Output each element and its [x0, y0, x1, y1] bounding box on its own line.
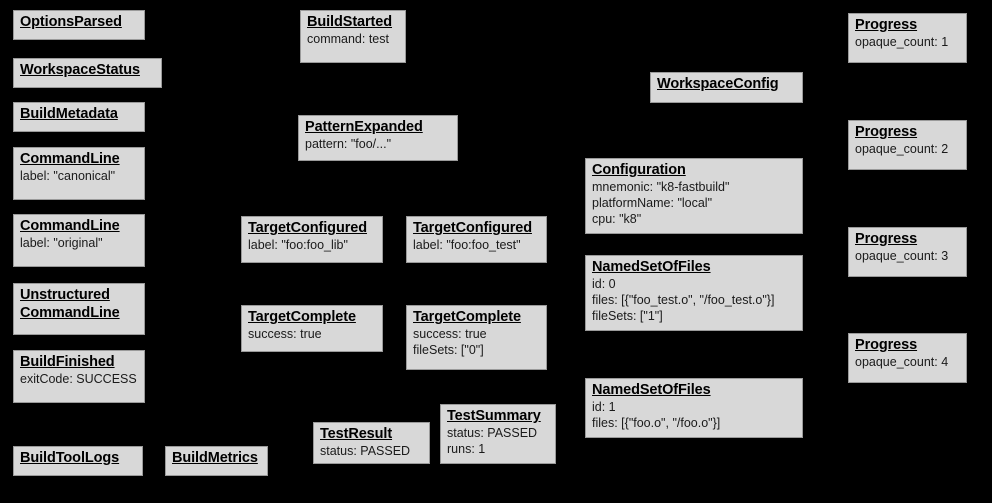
- event-node-title: TargetComplete: [413, 309, 521, 325]
- event-node-title: Progress: [855, 17, 918, 33]
- event-node-field: files: [{"foo.o", "/foo.o"}]: [592, 415, 721, 430]
- event-node-title: Progress: [855, 231, 918, 247]
- event-node-title: NamedSetOfFiles: [592, 382, 711, 398]
- event-node-fields: label: "foo:foo_lib": [248, 238, 376, 254]
- event-node-fields: pattern: "foo/...": [305, 137, 451, 153]
- event-node-build-metrics[interactable]: BuildMetrics: [165, 446, 268, 476]
- event-node-field: pattern: "foo/...": [305, 136, 392, 151]
- event-node-title: CommandLine: [20, 218, 120, 234]
- event-node-build-metadata[interactable]: BuildMetadata: [13, 102, 145, 132]
- event-node-title: CommandLine: [20, 151, 120, 167]
- event-node-fields: exitCode: SUCCESS: [20, 372, 138, 388]
- event-node-field: label: "foo:foo_test": [413, 237, 521, 252]
- event-node-fields: opaque_count: 1: [855, 35, 960, 51]
- event-node-title: WorkspaceConfig: [657, 76, 779, 92]
- event-node-field: runs: 1: [447, 441, 486, 456]
- event-node-field: files: [{"foo_test.o", "/foo_test.o"}]: [592, 292, 775, 307]
- event-node-field: fileSets: ["0"]: [413, 342, 484, 357]
- event-node-title: BuildMetadata: [20, 106, 118, 122]
- event-node-title: BuildToolLogs: [20, 450, 120, 466]
- event-node-field: label: "original": [20, 235, 103, 250]
- event-node-fields: opaque_count: 2: [855, 142, 960, 158]
- event-node-field: success: true: [248, 326, 322, 341]
- event-node-field: label: "canonical": [20, 168, 116, 183]
- event-node-options-parsed[interactable]: OptionsParsed: [13, 10, 145, 40]
- event-node-field: id: 0: [592, 276, 616, 291]
- event-node-title: PatternExpanded: [305, 119, 423, 135]
- event-node-fields: status: PASSED: [320, 444, 423, 460]
- event-node-title: TestResult: [320, 426, 393, 442]
- event-node-title: Progress: [855, 124, 918, 140]
- event-node-field: status: PASSED: [320, 443, 411, 458]
- event-node-build-tool-logs[interactable]: BuildToolLogs: [13, 446, 143, 476]
- event-node-field: success: true: [413, 326, 487, 341]
- event-node-field: exitCode: SUCCESS: [20, 371, 137, 386]
- event-node-title: TargetComplete: [248, 309, 356, 325]
- event-node-field: status: PASSED: [447, 425, 538, 440]
- event-node-field: opaque_count: 3: [855, 248, 949, 263]
- event-node-field: platformName: "local": [592, 195, 713, 210]
- event-node-field: cpu: "k8": [592, 211, 642, 226]
- event-node-title: Unstructured CommandLine: [20, 287, 120, 321]
- event-node-title: BuildFinished: [20, 354, 115, 370]
- event-node-title: Progress: [855, 337, 918, 353]
- event-node-fields: mnemonic: "k8-fastbuild"platformName: "l…: [592, 180, 796, 228]
- event-node-title: WorkspaceStatus: [20, 62, 140, 78]
- event-node-title: TargetConfigured: [413, 220, 532, 236]
- event-node-field: opaque_count: 4: [855, 354, 949, 369]
- event-node-field: opaque_count: 2: [855, 141, 949, 156]
- event-node-title: TestSummary: [447, 408, 541, 424]
- event-node-field: opaque_count: 1: [855, 34, 949, 49]
- event-node-fields: label: "canonical": [20, 169, 138, 185]
- event-node-title: OptionsParsed: [20, 14, 122, 30]
- event-node-field: mnemonic: "k8-fastbuild": [592, 179, 730, 194]
- event-node-title: BuildStarted: [307, 14, 393, 30]
- event-node-fields: label: "foo:foo_test": [413, 238, 540, 254]
- event-node-title: NamedSetOfFiles: [592, 259, 711, 275]
- event-node-title: TargetConfigured: [248, 220, 367, 236]
- event-node-field: id: 1: [592, 399, 616, 414]
- event-node-fields: opaque_count: 4: [855, 355, 960, 371]
- event-node-title: BuildMetrics: [172, 450, 258, 466]
- event-node-fields: command: test: [307, 32, 399, 48]
- event-node-field: label: "foo:foo_lib": [248, 237, 348, 252]
- event-node-unstructured-command-line[interactable]: Unstructured CommandLine: [13, 283, 145, 335]
- event-node-workspace-status[interactable]: WorkspaceStatus: [13, 58, 162, 88]
- event-node-title: Configuration: [592, 162, 686, 178]
- event-node-fields: opaque_count: 3: [855, 249, 960, 265]
- event-node-field: command: test: [307, 31, 389, 46]
- event-node-fields: success: true: [248, 327, 376, 343]
- event-node-field: fileSets: ["1"]: [592, 308, 663, 323]
- event-node-workspace-config[interactable]: WorkspaceConfig: [650, 72, 803, 103]
- event-node-fields: label: "original": [20, 236, 138, 252]
